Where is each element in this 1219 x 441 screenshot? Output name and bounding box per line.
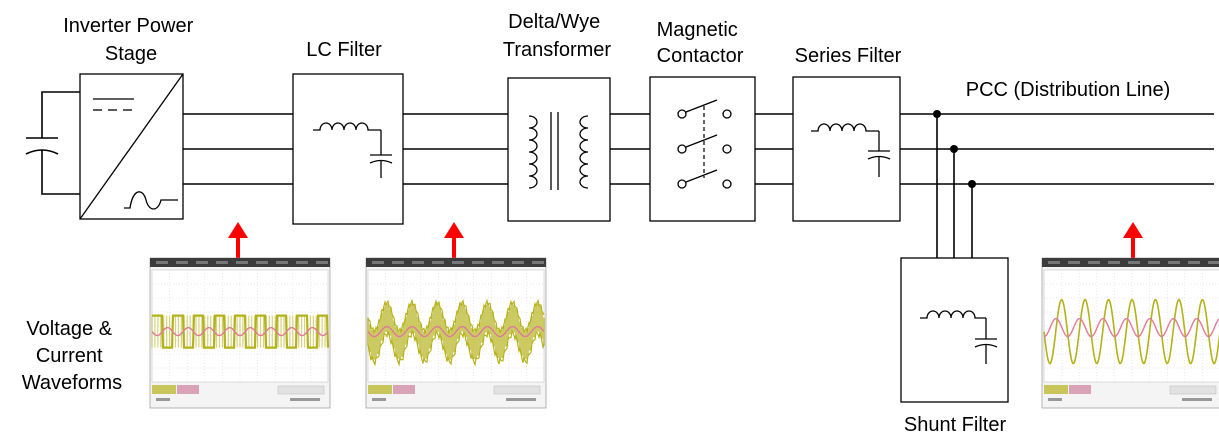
scope-current-trace [1043, 317, 1219, 338]
measurement-arrows [228, 222, 1143, 258]
scope-menu-item [1048, 261, 1060, 264]
inverter-label: Inverter Power Stage [63, 15, 199, 65]
scope-menu-item [1128, 261, 1140, 264]
scope-menu-item [512, 261, 524, 264]
transformer-label-line1: Delta/Wye [508, 11, 600, 33]
scope-current-trace [151, 326, 329, 337]
scope-ch1-panel [152, 385, 176, 394]
shunt-filter-label: Shunt Filter [904, 414, 1007, 436]
scope-menu-item [276, 261, 288, 264]
series-filter-label: Series Filter [795, 45, 902, 67]
three-phase-bus [183, 113, 1214, 185]
scope-menu-item [316, 261, 328, 264]
lc-filter-block [292, 73, 404, 225]
scope-menu-item [452, 261, 464, 264]
inverter-label-line1: Inverter Power [63, 15, 193, 37]
scope-footer-mark [290, 398, 320, 401]
arrow-pcc [1123, 222, 1143, 258]
transformer-label-line2: Transformer [503, 39, 612, 61]
scope-current-trace [367, 325, 545, 338]
scope-menu-item [372, 261, 384, 264]
scope-timebase-panel [277, 385, 325, 395]
scope-menu-item [1148, 261, 1160, 264]
pcc-label: PCC (Distribution Line) [966, 79, 1171, 101]
scope-menu-item [392, 261, 404, 264]
scope-menu-item [1108, 261, 1120, 264]
scope-ch1-panel [368, 385, 392, 394]
scope-voltage-upper [367, 298, 545, 335]
scope-ch2-panel [393, 385, 415, 394]
scope-menu-item [196, 261, 208, 264]
contactor-block [649, 76, 756, 222]
scope-menu-item [296, 261, 308, 264]
waveform-label-line3: Waveforms [22, 372, 122, 394]
scope-footer-mark [156, 398, 170, 401]
scope-footer-mark [1048, 398, 1062, 401]
pcc-scope [1041, 257, 1219, 409]
inverter-output-scope [149, 257, 331, 409]
scope-menu-item [472, 261, 484, 264]
scope-ch1-panel [1044, 385, 1068, 394]
contactor-label-line2: Contactor [657, 45, 744, 67]
scope-ch2-panel [177, 385, 199, 394]
scope-menu-item [1188, 261, 1200, 264]
scope-menu-item [412, 261, 424, 264]
scope-menu-item [176, 261, 188, 264]
shunt-taps [933, 110, 976, 258]
scope-menu-item [156, 261, 168, 264]
dc-link-capacitor [25, 91, 80, 195]
waveform-label: Voltage & Current Waveforms [22, 318, 122, 394]
contactor-label: Magnetic Contactor [657, 19, 744, 67]
lc-filter-label: LC Filter [306, 39, 382, 61]
scope-footer-mark [1182, 398, 1212, 401]
scope-timebase-panel [493, 385, 541, 395]
scope-voltage-trace [1043, 298, 1219, 365]
inverter-label-line2: Stage [105, 43, 157, 65]
scope-timebase-panel [1169, 385, 1217, 395]
shunt-filter-block [900, 257, 1009, 403]
contactor-label-line1: Magnetic [657, 19, 738, 41]
scope-menu-item [1168, 261, 1180, 264]
scope-footer-mark [372, 398, 386, 401]
arrow-inverter-output [228, 222, 248, 258]
inverter-block [79, 73, 184, 220]
scope-menu-item [216, 261, 228, 264]
waveform-label-line2: Current [36, 345, 103, 367]
scope-menu-item [236, 261, 248, 264]
scope-ch2-panel [1069, 385, 1091, 394]
scope-menu-item [532, 261, 544, 264]
scope-menu-item [1208, 261, 1219, 264]
scope-voltage-lower [367, 328, 545, 367]
waveform-label-line1: Voltage & [26, 318, 112, 340]
scope-footer-mark [506, 398, 536, 401]
scope-menu-item [432, 261, 444, 264]
lc-filter-output-scope [365, 257, 547, 409]
scope-menu-item [1068, 261, 1080, 264]
scope-menu-item [492, 261, 504, 264]
transformer-block [507, 77, 611, 222]
scope-menu-item [1088, 261, 1100, 264]
arrow-lc-output [444, 222, 464, 258]
series-filter-block [792, 76, 901, 222]
scope-menu-item [256, 261, 268, 264]
transformer-label: Delta/Wye Transformer [503, 11, 612, 61]
